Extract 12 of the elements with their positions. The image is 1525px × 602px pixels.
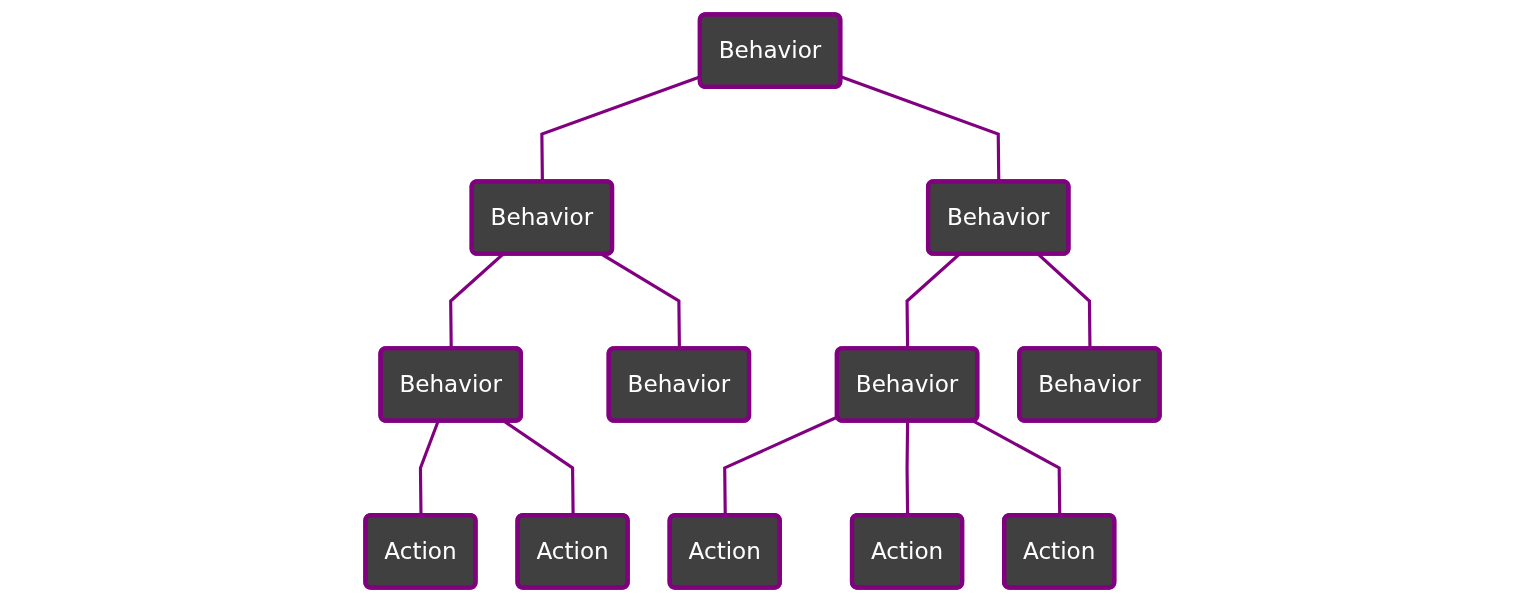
process-box: Behavior: [1017, 346, 1162, 423]
process-box: Action: [1002, 513, 1117, 590]
process-box: Behavior: [378, 346, 523, 423]
process-box: Action: [363, 513, 478, 590]
process-box: Action: [515, 513, 630, 590]
process-box: Behavior: [697, 12, 843, 89]
process-box: Action: [667, 513, 782, 590]
process-box: Action: [849, 513, 965, 590]
process-box: Behavior: [606, 346, 752, 423]
process-box: Behavior: [925, 179, 1071, 256]
process-box: Behavior: [834, 346, 980, 423]
process-box: Behavior: [469, 179, 615, 256]
